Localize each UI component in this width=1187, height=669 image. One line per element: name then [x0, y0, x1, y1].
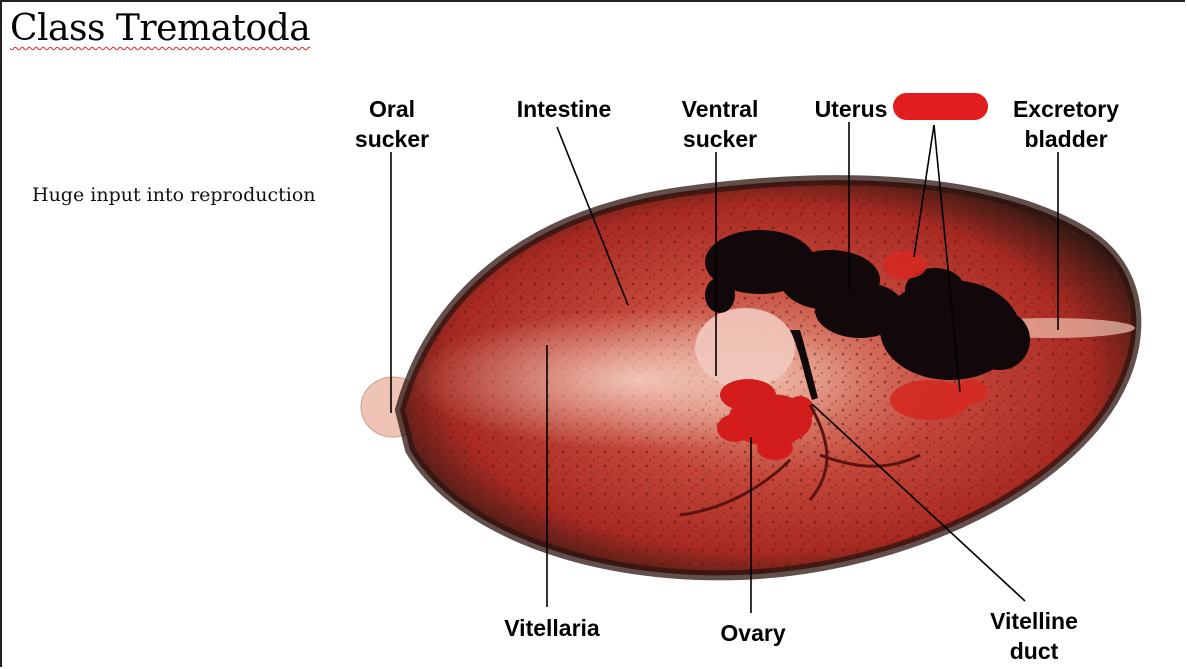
vitelline-duct-shape [679, 404, 921, 517]
label-excretory-bladder: Excretory bladder [1012, 96, 1120, 152]
label-ovary: Ovary [720, 620, 786, 646]
ventral-sucker-shape [695, 308, 795, 388]
label-vitelline-duct: Vitelline duct [990, 608, 1078, 664]
slide-title: Class Trematoda [10, 8, 311, 49]
ovary-shape [717, 379, 814, 460]
label-uterus: Uterus [814, 96, 888, 122]
testes-shape [883, 251, 988, 420]
slide-note: Huge input into reproduction [32, 184, 316, 206]
leader-vitelline-duct [811, 403, 1026, 602]
redaction-scribble [893, 93, 988, 120]
leader-testes-1 [913, 124, 935, 258]
leader-testes-2 [933, 124, 961, 393]
uterus-mass [705, 230, 1030, 400]
label-vitellaria: Vitellaria [504, 615, 600, 641]
label-intestine: Intestine [516, 96, 612, 122]
label-oral-sucker: Oral sucker [354, 96, 430, 152]
fluke-dark-rim [394, 175, 1142, 581]
label-ventral-sucker: Ventral sucker [681, 96, 759, 152]
leader-intestine [556, 126, 629, 306]
